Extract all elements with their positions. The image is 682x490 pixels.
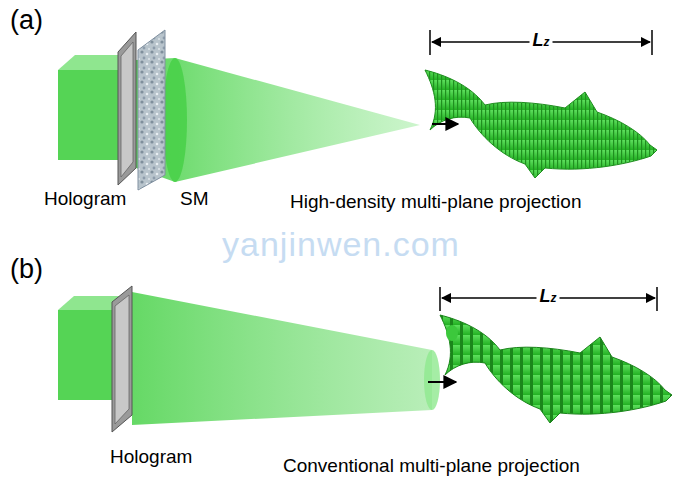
caption-label: Conventional multi-plane projection bbox=[283, 456, 580, 477]
light-cone bbox=[136, 58, 420, 182]
dolphin-sparse bbox=[440, 315, 672, 423]
watermark: yanjinwen.com bbox=[222, 226, 460, 263]
panel-label: (b) bbox=[10, 255, 43, 285]
dimension-tick bbox=[651, 30, 653, 55]
dolphin-dense bbox=[425, 70, 657, 178]
hologram-plate bbox=[112, 286, 132, 432]
dimension-label: Lz bbox=[530, 31, 553, 51]
hologram-inner bbox=[121, 42, 133, 177]
panel-b bbox=[58, 286, 672, 432]
cube-front bbox=[58, 310, 115, 400]
cone-end bbox=[424, 350, 440, 410]
panel-a bbox=[58, 30, 657, 190]
hologram-plate bbox=[118, 32, 136, 185]
dimension-tick bbox=[429, 30, 431, 55]
pointer-arrow bbox=[432, 123, 458, 125]
hologram-inner bbox=[115, 295, 129, 424]
dimension-tick bbox=[439, 287, 441, 311]
cube-front bbox=[58, 70, 118, 160]
panel-label: (a) bbox=[10, 6, 43, 36]
scattering-medium bbox=[138, 30, 165, 190]
dimension-label: Lz bbox=[537, 287, 560, 307]
pointer-arrow bbox=[428, 381, 456, 383]
caption-label: High-density multi-plane projection bbox=[290, 192, 581, 213]
dimension-tick bbox=[656, 287, 658, 311]
light-cone bbox=[132, 292, 432, 425]
part-label: Hologram bbox=[110, 447, 192, 468]
part-label: Hologram bbox=[44, 189, 126, 210]
part-label: SM bbox=[180, 189, 209, 210]
cone-base bbox=[163, 58, 187, 182]
fragment bbox=[446, 325, 458, 341]
